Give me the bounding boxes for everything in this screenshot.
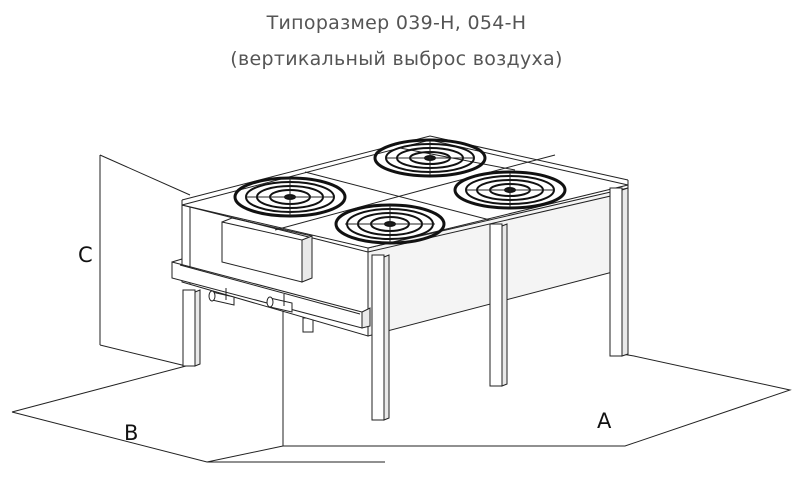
control-box	[221, 217, 313, 283]
pipe-connection-left	[208, 288, 235, 306]
fan-front-left	[233, 176, 347, 218]
diagram-subtitle: (вертикальный выброс воздуха)	[230, 48, 563, 70]
leg-front-middle	[371, 254, 390, 421]
dimension-c-label: C	[78, 243, 93, 267]
floor-outline	[11, 300, 792, 463]
dimension-a-label: A	[597, 409, 612, 433]
fan-back-left	[373, 138, 487, 178]
fan-front-right	[334, 203, 446, 245]
leg-back-right	[609, 187, 629, 357]
dimension-c-lines	[99, 154, 191, 367]
dimension-b-label: B	[124, 421, 138, 445]
leg-back-left	[182, 289, 201, 367]
manifold-rail	[171, 258, 371, 329]
diagram-title: Типоразмер 039-H, 054-H	[266, 12, 527, 34]
leg-front-right	[489, 223, 508, 387]
pipe-connection-right	[266, 294, 293, 313]
fan-back-right	[453, 170, 567, 210]
